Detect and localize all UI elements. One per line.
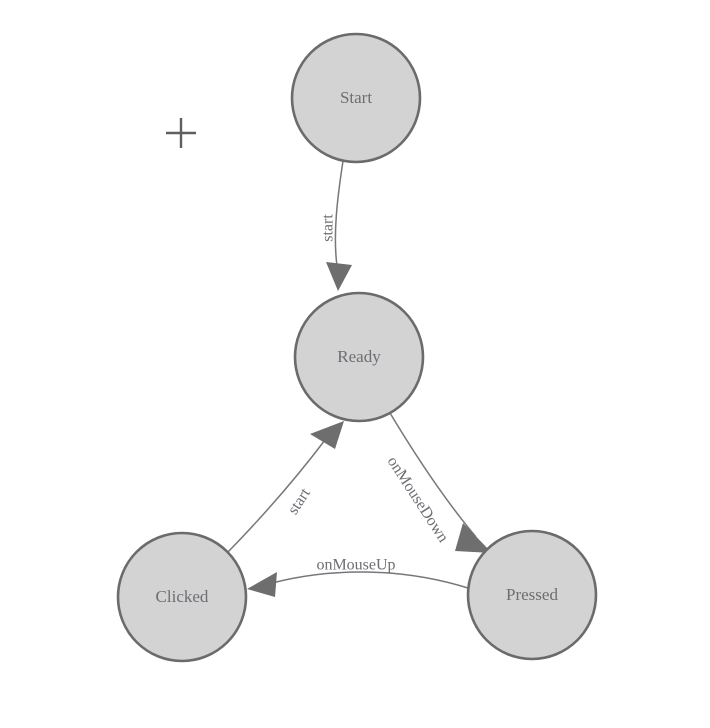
node-label-clicked: Clicked <box>156 587 209 606</box>
node-circle-start[interactable] <box>290 32 422 164</box>
node-ready[interactable]: Ready <box>293 291 425 423</box>
arrowhead-into-ready-top <box>326 262 352 291</box>
edge-pressed-to-clicked[interactable]: onMouseUp <box>247 557 469 597</box>
edge-label-clicked-to-ready: start <box>285 485 315 518</box>
node-label-ready: Ready <box>337 347 381 366</box>
arrowhead-into-ready-lower-left <box>310 421 344 449</box>
edge-path-clicked-to-ready <box>227 439 326 553</box>
edge-label-start-to-ready: start <box>320 214 337 242</box>
arrowhead-into-pressed <box>455 523 492 553</box>
node-circle-pressed[interactable] <box>466 529 598 661</box>
edge-label-ready-to-pressed: onMouseDown <box>384 454 452 546</box>
edge-path-start-to-ready <box>334 160 344 267</box>
node-clicked[interactable]: Clicked <box>116 531 248 663</box>
arrowhead-into-clicked <box>247 572 277 597</box>
edge-path-pressed-to-clicked <box>271 571 469 589</box>
edge-clicked-to-ready[interactable]: start <box>227 421 344 553</box>
edge-label-pressed-to-clicked: onMouseUp <box>316 557 395 574</box>
node-circle-clicked[interactable] <box>116 531 248 663</box>
node-start[interactable]: Start <box>290 32 422 164</box>
node-pressed[interactable]: Pressed <box>466 529 598 661</box>
edge-start-to-ready[interactable]: start <box>320 160 352 291</box>
node-label-start: Start <box>340 88 372 107</box>
crosshair-icon[interactable] <box>166 118 196 148</box>
edge-path-ready-to-pressed <box>389 412 477 538</box>
edge-ready-to-pressed[interactable]: onMouseDown <box>384 412 492 553</box>
node-circle-ready[interactable] <box>293 291 425 423</box>
node-label-pressed: Pressed <box>506 585 558 604</box>
